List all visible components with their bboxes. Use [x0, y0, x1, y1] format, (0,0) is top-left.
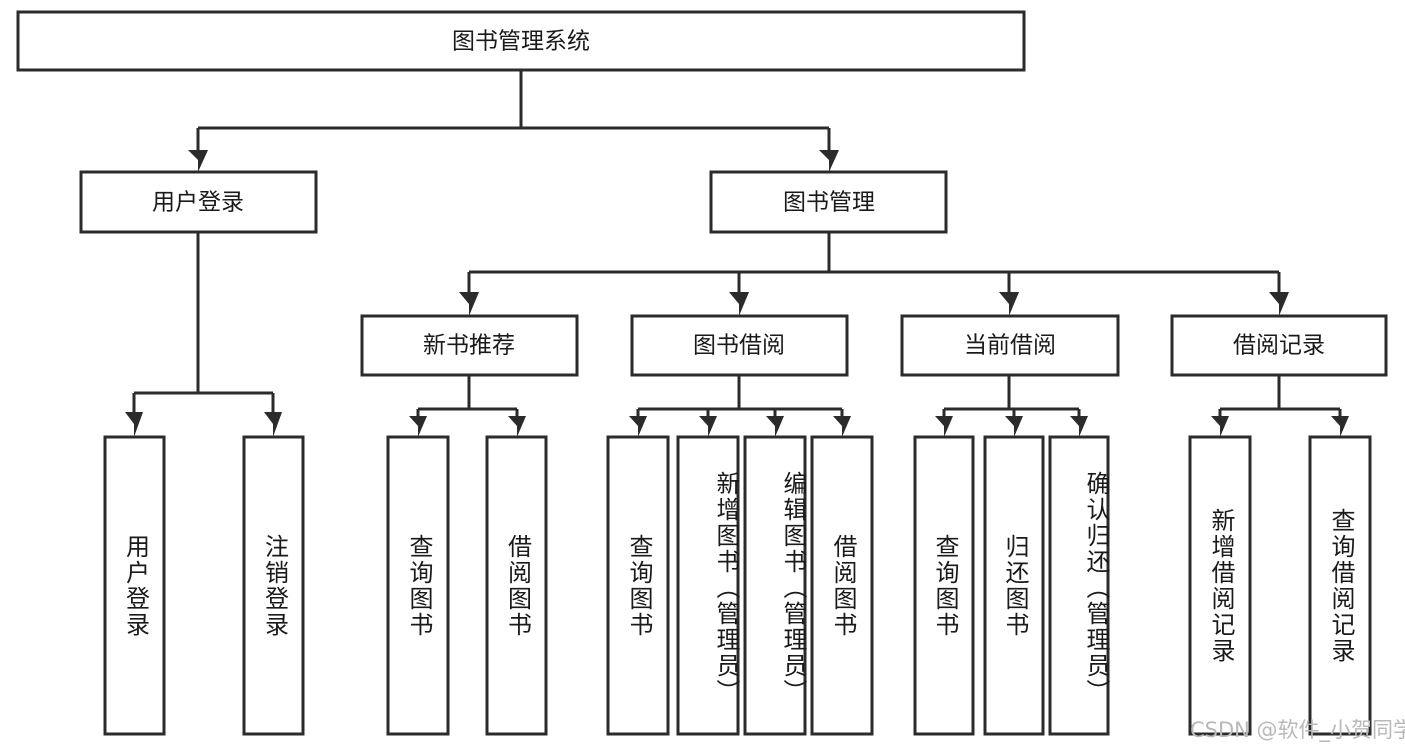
node-box-leaf-add-book[interactable] — [676, 435, 740, 736]
node-box-leaf-user-login[interactable] — [103, 435, 166, 736]
node-box-leaf-edit-book[interactable] — [743, 435, 807, 736]
arrowhead-leaf-borrow-book-1 — [508, 416, 526, 437]
node-label-current-borrow: 当前借阅 — [964, 333, 1056, 359]
node-box-leaf-add-record[interactable] — [1188, 435, 1252, 736]
connector-group-root — [188, 70, 839, 172]
arrowhead-borrow-record — [1269, 292, 1289, 316]
connector-group-user-login — [125, 232, 282, 437]
arrowhead-leaf-edit-book — [766, 416, 784, 437]
node-label-root: 图书管理系统 — [452, 29, 590, 55]
arrowhead-book-manage — [819, 150, 839, 172]
node-label-borrow-record: 借阅记录 — [1233, 333, 1325, 359]
arrowhead-book-borrow — [729, 292, 749, 316]
node-label-new-book-rec: 新书推荐 — [423, 333, 515, 359]
arrowhead-leaf-add-record — [1211, 416, 1229, 437]
arrowhead-leaf-confirm-return — [1070, 416, 1088, 437]
connector-group-book-borrow — [629, 375, 851, 437]
node-box-leaf-confirm-return[interactable] — [1048, 435, 1110, 736]
node-label-user-login: 用户登录 — [152, 190, 244, 216]
node-box-borrow-record[interactable] — [1170, 314, 1388, 377]
node-box-new-book-rec[interactable] — [360, 314, 579, 377]
node-box-book-manage[interactable] — [709, 170, 948, 234]
arrowhead-leaf-logout — [264, 412, 282, 437]
connector-group-current-borrow — [935, 375, 1088, 437]
node-box-book-borrow[interactable] — [630, 314, 849, 377]
csdn-watermark: CSDN @软件_小贺同学 — [1190, 718, 1405, 742]
arrowhead-leaf-query-book-1 — [409, 416, 427, 437]
arrowhead-user-login — [188, 150, 208, 172]
arrowhead-leaf-add-book — [699, 416, 717, 437]
connector-group-new-book-rec — [409, 375, 526, 437]
arrowhead-leaf-return-book — [1005, 416, 1023, 437]
arrowhead-new-book-rec — [459, 292, 479, 316]
node-label-book-manage: 图书管理 — [783, 190, 875, 216]
node-box-leaf-logout[interactable] — [242, 435, 305, 736]
arrowhead-leaf-query-book-2 — [629, 416, 647, 437]
arrowhead-leaf-user-login — [125, 412, 143, 437]
node-box-current-borrow[interactable] — [900, 314, 1120, 377]
connector-group-borrow-record — [1211, 375, 1349, 437]
arrowhead-current-borrow — [999, 292, 1019, 316]
node-box-root[interactable] — [16, 10, 1026, 72]
node-box-user-login[interactable] — [79, 170, 318, 234]
connector-group-book-manage — [459, 232, 1289, 316]
node-box-leaf-query-book-2[interactable] — [606, 435, 670, 736]
node-label-book-borrow: 图书借阅 — [693, 333, 785, 359]
node-box-leaf-borrow-book-2[interactable] — [810, 435, 874, 736]
arrowhead-leaf-query-book-3 — [935, 416, 953, 437]
arrowhead-leaf-query-record — [1331, 416, 1349, 437]
node-box-leaf-return-book[interactable] — [983, 435, 1045, 736]
node-box-leaf-query-book-1[interactable] — [386, 435, 450, 736]
node-box-leaf-borrow-book-1[interactable] — [485, 435, 548, 736]
node-box-leaf-query-book-3[interactable] — [913, 435, 975, 736]
arrowhead-leaf-borrow-book-2 — [833, 416, 851, 437]
node-box-leaf-query-record[interactable] — [1308, 435, 1372, 736]
